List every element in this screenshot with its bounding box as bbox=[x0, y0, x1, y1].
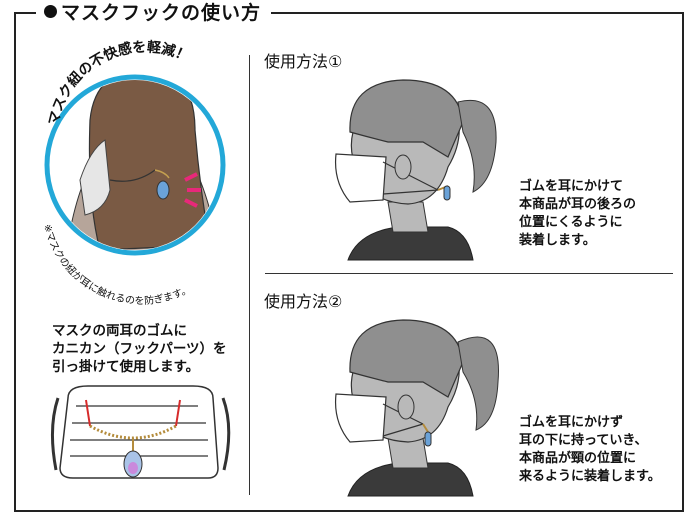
vertical-divider bbox=[249, 55, 250, 495]
page-title-text: マスクフックの使い方 bbox=[61, 2, 262, 24]
bullet-icon bbox=[44, 5, 57, 18]
mask-hook-illustration bbox=[50, 385, 231, 479]
method1-label: 使用方法① bbox=[264, 52, 343, 71]
method1-text: ゴムを耳にかけて 本商品が耳の後ろの 位置にくるように 装着します。 bbox=[519, 179, 637, 248]
content-frame bbox=[14, 12, 684, 512]
method2-label: 使用方法② bbox=[264, 292, 343, 311]
horizontal-divider bbox=[265, 273, 673, 274]
circle-illustration: マスク紐の不快感を軽減！ ※マスクの紐が耳に触れるのを防ぎます。 bbox=[41, 38, 226, 307]
hook-instruction: マスクの両耳のゴムに カニカン（フックパーツ）を 引っ掛けて使用します。 bbox=[52, 323, 227, 375]
method2-text: ゴムを耳にかけず 耳の下に持っていき、 本商品が頸の位置に 来るように装着します… bbox=[519, 415, 661, 484]
method1-illustration bbox=[334, 79, 497, 261]
page-title: マスクフックの使い方 bbox=[36, 0, 272, 26]
method2-illustration bbox=[334, 319, 499, 497]
